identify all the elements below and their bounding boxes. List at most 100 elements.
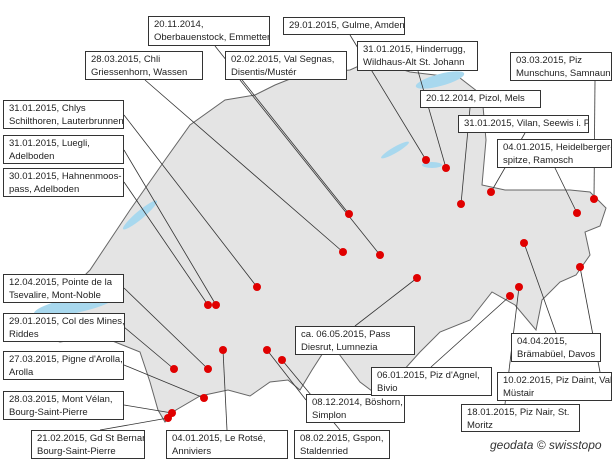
label-line-2: Bivio xyxy=(377,383,398,394)
label-line-1: 08.02.2015, Gspon, xyxy=(300,433,384,444)
location-label: 21.02.2015, Gd St Bernard, Bourg-Saint-Pi… xyxy=(31,430,145,459)
location-label: 06.01.2015, Piz d'Agnel, Bivio xyxy=(371,367,492,396)
location-label: 20.12.2014, Pizol, Mels xyxy=(420,90,541,108)
label-line-1: 27.03.2015, Pigne d'Arolla, xyxy=(9,354,123,365)
location-label: 31.01.2015, Vilan, Seewis i. P. xyxy=(458,115,589,133)
leader-line xyxy=(222,349,228,431)
leader-line xyxy=(523,242,557,334)
location-label: 08.02.2015, Gspon, Staldenried xyxy=(294,430,390,459)
location-label: 04.04.2015, Brämabüel, Davos xyxy=(511,333,601,362)
label-line-1: 31.01.2015, Hinderrugg, xyxy=(363,44,466,55)
leader-line xyxy=(123,404,173,414)
label-line-2: Disentis/Mustér xyxy=(231,67,297,78)
location-label: 12.04.2015, Pointe de la Tsevalire, Mont-… xyxy=(3,274,124,303)
label-line-1: 31.01.2015, Chlys xyxy=(9,103,86,114)
location-marker xyxy=(345,210,353,218)
location-marker xyxy=(200,394,208,402)
label-line-2: Müstair xyxy=(503,388,535,399)
label-line-2: Bourg-Saint-Pierre xyxy=(37,446,116,457)
label-line-1: ca. 06.05.2015, Pass xyxy=(301,329,391,340)
label-line-2: Wildhaus-Alt St. Johann xyxy=(363,57,465,68)
location-label: 31.01.2015, Luegli, Adelboden xyxy=(3,135,124,164)
leader-line xyxy=(239,79,381,256)
leader-line xyxy=(554,167,578,214)
location-label: 02.02.2015, Val Segnas,Disentis/Mustér xyxy=(225,51,347,80)
lake-neuchatel xyxy=(122,200,158,230)
location-label: 31.01.2015, Hinderrugg, Wildhaus-Alt St. … xyxy=(357,41,478,71)
label-line-2: Oberbauenstock, Emmetten xyxy=(154,32,270,43)
leader-line xyxy=(123,114,258,288)
leader-line xyxy=(123,364,205,399)
location-marker xyxy=(422,156,430,164)
location-marker xyxy=(339,248,347,256)
label-line-1: 29.01.2015, Gulme, Amden xyxy=(289,20,405,31)
label-line-1: 03.03.2015, Piz xyxy=(516,55,583,66)
location-marker xyxy=(212,301,220,309)
leader-line xyxy=(99,417,169,431)
label-line-2: Brämabüel, Davos xyxy=(517,349,596,360)
leader-line xyxy=(417,70,447,169)
leader-line xyxy=(123,287,209,370)
label-line-2: Arolla xyxy=(9,367,34,378)
label-line-1: 30.01.2015, Hahnenmoos- xyxy=(9,171,122,182)
label-line-1: 08.12.2014, Böshorn, xyxy=(312,397,403,408)
location-marker xyxy=(506,292,514,300)
location-marker xyxy=(520,239,528,247)
lake-zurich xyxy=(381,141,409,159)
location-marker xyxy=(164,414,172,422)
leader-line xyxy=(123,326,175,370)
label-line-2: Adelboden xyxy=(9,151,55,162)
location-marker xyxy=(515,283,523,291)
location-marker xyxy=(219,346,227,354)
label-line-2: Bourg-Saint-Pierre xyxy=(9,407,88,418)
label-line-2: Griessenhorn, Wassen xyxy=(91,67,188,78)
label-line-1: 18.01.2015, Piz Nair, St. xyxy=(467,407,570,418)
label-line-1: 31.01.2015, Vilan, Seewis i. P. xyxy=(464,118,589,129)
location-marker xyxy=(204,365,212,373)
location-marker xyxy=(590,195,598,203)
label-line-2: Tsevalire, Mont-Noble xyxy=(9,290,101,301)
leader-line xyxy=(123,181,209,306)
label-line-1: 04.04.2015, xyxy=(517,336,568,347)
leader-line xyxy=(430,295,511,368)
label-line-1: 31.01.2015, Luegli, xyxy=(9,138,90,149)
location-label: 20.11.2014, Oberbauenstock, Emmetten xyxy=(148,16,270,46)
label-line-1: 29.01.2015, Col des Mines, xyxy=(9,316,125,327)
label-line-2: Simplon xyxy=(312,410,347,421)
location-marker xyxy=(170,365,178,373)
label-line-2: Staldenried xyxy=(300,446,349,457)
label-line-1: 28.03.2015, Mont Vélan, xyxy=(9,394,113,405)
location-label: 27.03.2015, Pigne d'Arolla, Arolla xyxy=(3,351,124,380)
location-label: 04.01.2015, Heidelberger-spitze, Ramosch xyxy=(497,139,612,168)
location-label: 18.01.2015, Piz Nair, St. Moritz xyxy=(461,404,580,432)
label-line-1: 04.01.2015, Le Rotsé, xyxy=(172,433,266,444)
location-marker xyxy=(263,346,271,354)
label-line-2: Diesrut, Lumnezia xyxy=(301,342,378,353)
markers xyxy=(164,156,598,422)
location-marker xyxy=(376,251,384,259)
label-line-2: pass, Adelboden xyxy=(9,184,80,195)
label-line-1: 20.11.2014, xyxy=(154,19,204,30)
location-marker xyxy=(204,301,212,309)
label-line-2: Schilthoren, Lauterbrunnen xyxy=(9,116,124,127)
leader-line xyxy=(354,277,418,327)
label-line-2: Moritz xyxy=(467,420,493,431)
location-marker xyxy=(576,263,584,271)
label-line-1: 06.01.2015, Piz d'Agnel, xyxy=(377,370,480,381)
location-marker xyxy=(457,200,465,208)
leader-line xyxy=(144,79,344,253)
label-line-1: 10.02.2015, Piz Daint, Val xyxy=(503,375,612,386)
location-marker xyxy=(442,164,450,172)
label-line-1: 12.04.2015, Pointe de la xyxy=(9,277,113,288)
label-line-1: 21.02.2015, Gd St Bernard, xyxy=(37,433,145,444)
label-line-1: 04.01.2015, Heidelberger- xyxy=(503,142,612,153)
label-line-2: Riddes xyxy=(9,329,39,340)
location-label: 29.01.2015, Gulme, Amden xyxy=(283,17,405,35)
location-marker xyxy=(413,274,421,282)
